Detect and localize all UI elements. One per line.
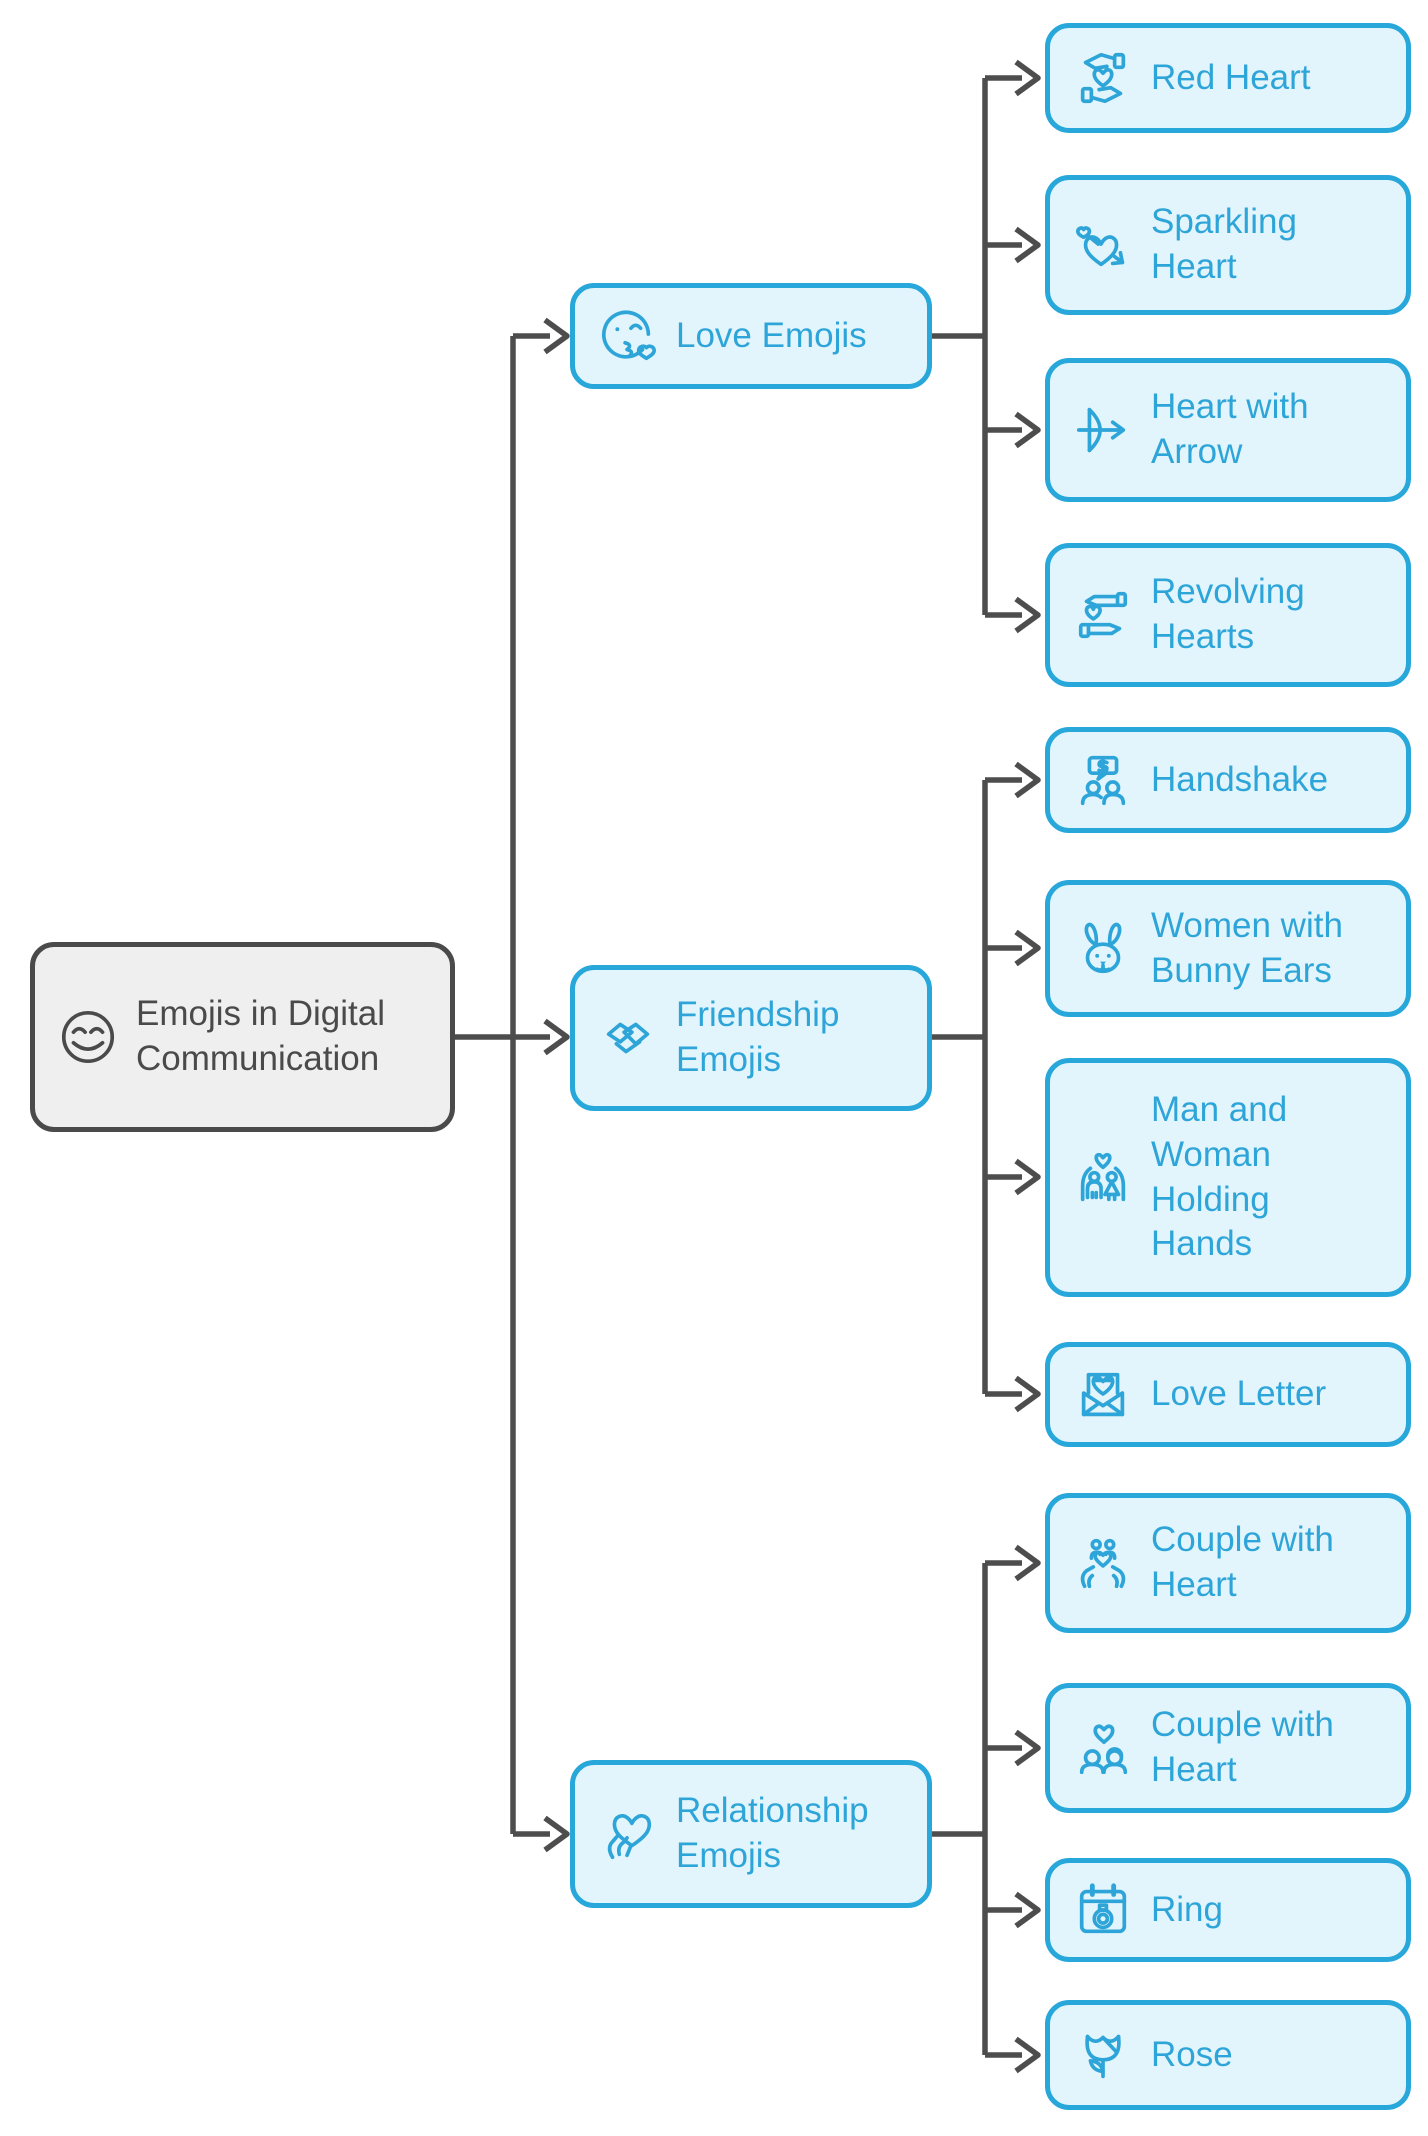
people-with-dollar-bubble-icon (1072, 749, 1134, 811)
leaf-node-heart-with-arrow: Heart with Arrow (1045, 358, 1411, 502)
leaf-node-ring: Ring (1045, 1858, 1411, 1962)
edge-relationship-arms (985, 1560, 1022, 2058)
face-blowing-kiss-icon (597, 305, 659, 367)
arrowhead (1014, 2036, 1041, 2074)
leaf-node-label: Rose (1151, 2034, 1233, 2074)
leaf-node-label: Man and Woman Holding Hands (1151, 1089, 1288, 1264)
arrowhead (1014, 596, 1041, 634)
smiling-face-icon (57, 1006, 119, 1068)
arrowhead (1014, 59, 1041, 97)
arrowhead (1014, 1729, 1041, 1767)
leaf-node-label: Revolving Hearts (1151, 572, 1305, 656)
leaf-node-label: Couple with Heart (1151, 1520, 1334, 1604)
edge-friendship-trunk (932, 780, 988, 1394)
edge-friendship-arms (985, 777, 1022, 1397)
leaf-node-revolving-hearts: Revolving Hearts (1045, 543, 1411, 687)
root-node-emojis-in-digital-communication: Emojis in Digital Communication (30, 942, 455, 1132)
arrowhead (1014, 1158, 1041, 1196)
leaf-node-label: Heart with Arrow (1151, 387, 1309, 471)
arrowhead (543, 317, 570, 355)
root-node-label: Emojis in Digital Communication (136, 994, 385, 1078)
envelope-with-heart-icon (1072, 1364, 1134, 1426)
leaf-node-label: Love Letter (1151, 1374, 1327, 1414)
arrowhead (1014, 929, 1041, 967)
leaf-node-label: Couple with Heart (1151, 1705, 1334, 1789)
branch-node-relationship-emojis: Relationship Emojis (570, 1760, 932, 1908)
leaf-node-label: Women with Bunny Ears (1151, 905, 1343, 990)
hand-holding-heart-icon (597, 1803, 659, 1865)
leaf-node-man-and-woman-holding-hands: Man and Woman Holding Hands (1045, 1058, 1411, 1297)
handshake-icon (597, 1007, 659, 1069)
edge-love-arms (985, 75, 1022, 618)
arrowhead (1014, 411, 1041, 449)
leaf-node-couple-with-heart-1: Couple with Heart (1045, 1493, 1411, 1633)
branch-node-label: Relationship Emojis (676, 1791, 869, 1875)
arrowhead (1014, 761, 1041, 799)
two-heads-with-heart-icon (1072, 1717, 1134, 1779)
hands-cradling-couple-heart-icon (1072, 1532, 1134, 1594)
edge-relationship-trunk (932, 1563, 988, 2055)
bow-and-arrow-icon (1072, 399, 1134, 461)
leaf-node-label: Handshake (1151, 759, 1329, 799)
branch-node-label: Friendship Emojis (676, 995, 840, 1079)
couple-under-arch-with-heart-icon (1072, 1147, 1134, 1209)
arrowhead (543, 1815, 570, 1853)
leaf-node-label: Ring (1151, 1889, 1223, 1929)
hands-exchanging-heart-icon (1072, 584, 1134, 646)
heart-pierced-by-arrow-icon (1072, 214, 1134, 276)
arrowhead (1014, 1891, 1041, 1929)
leaf-node-women-with-bunny-ears: Women with Bunny Ears (1045, 880, 1411, 1017)
edge-love-trunk (932, 78, 988, 615)
calendar-with-ring-icon (1072, 1879, 1134, 1941)
bunny-face-icon (1072, 918, 1134, 980)
leaf-node-label: Red Heart (1151, 57, 1311, 97)
leaf-node-couple-with-heart-2: Couple with Heart (1045, 1683, 1411, 1813)
leaf-node-handshake: Handshake (1045, 727, 1411, 833)
leaf-node-love-letter: Love Letter (1045, 1342, 1411, 1447)
hands-holding-heart-icon (1072, 47, 1134, 109)
leaf-node-rose: Rose (1045, 2000, 1411, 2110)
arrowhead (1014, 1375, 1041, 1413)
leaf-node-sparkling-heart: Sparkling Heart (1045, 175, 1411, 315)
leaf-node-red-heart: Red Heart (1045, 23, 1411, 133)
arrowhead (543, 1018, 570, 1056)
leaf-node-label: Sparkling Heart (1151, 202, 1297, 286)
arrowhead (1014, 1544, 1041, 1582)
branch-node-love-emojis: Love Emojis (570, 283, 932, 389)
arrowhead (1014, 226, 1041, 264)
rose-icon (1072, 2024, 1134, 2086)
branch-node-label: Love Emojis (676, 315, 867, 355)
branch-node-friendship-emojis: Friendship Emojis (570, 965, 932, 1111)
